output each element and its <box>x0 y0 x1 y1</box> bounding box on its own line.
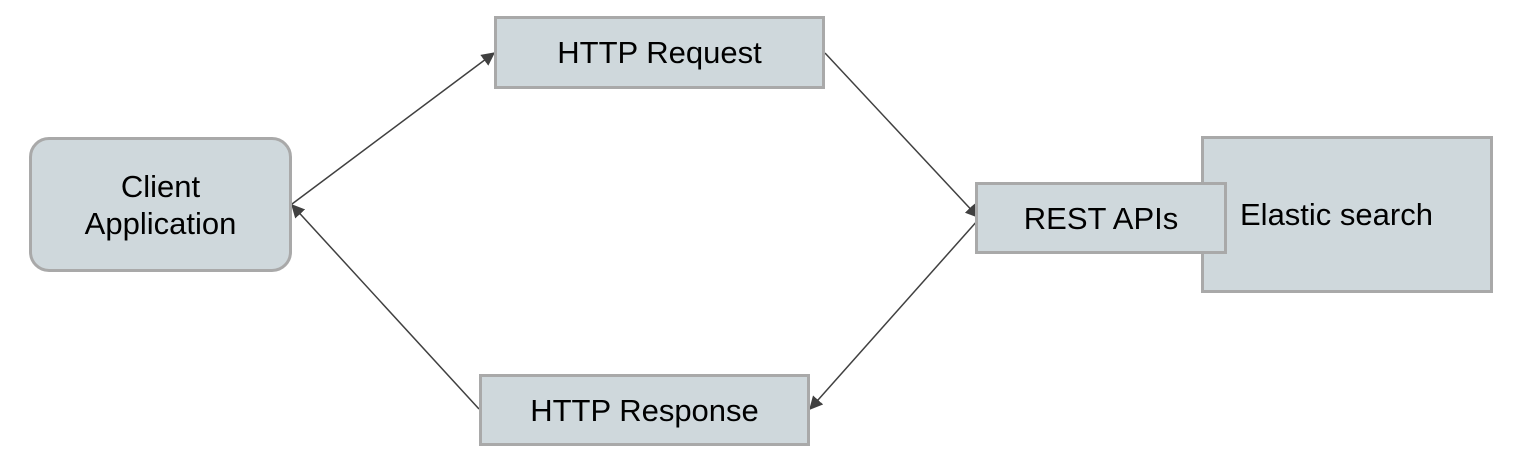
arrow-request-to-rest <box>824 52 979 218</box>
client-application-label: Client Application <box>84 168 237 241</box>
arrow-client-to-request <box>291 52 496 205</box>
arrow-rest-to-response <box>809 219 979 411</box>
client-application-node: Client Application <box>29 137 292 272</box>
http-request-label: HTTP Request <box>557 35 762 70</box>
rest-apis-node: REST APIs <box>975 182 1227 254</box>
http-request-node: HTTP Request <box>494 16 825 89</box>
arrow-response-to-client <box>291 204 480 410</box>
http-response-node: HTTP Response <box>479 374 810 446</box>
elastic-search-node: Elastic search <box>1201 136 1493 293</box>
elastic-search-label: Elastic search <box>1240 197 1433 232</box>
rest-apis-label: REST APIs <box>1023 200 1179 236</box>
http-response-label: HTTP Response <box>530 392 759 428</box>
